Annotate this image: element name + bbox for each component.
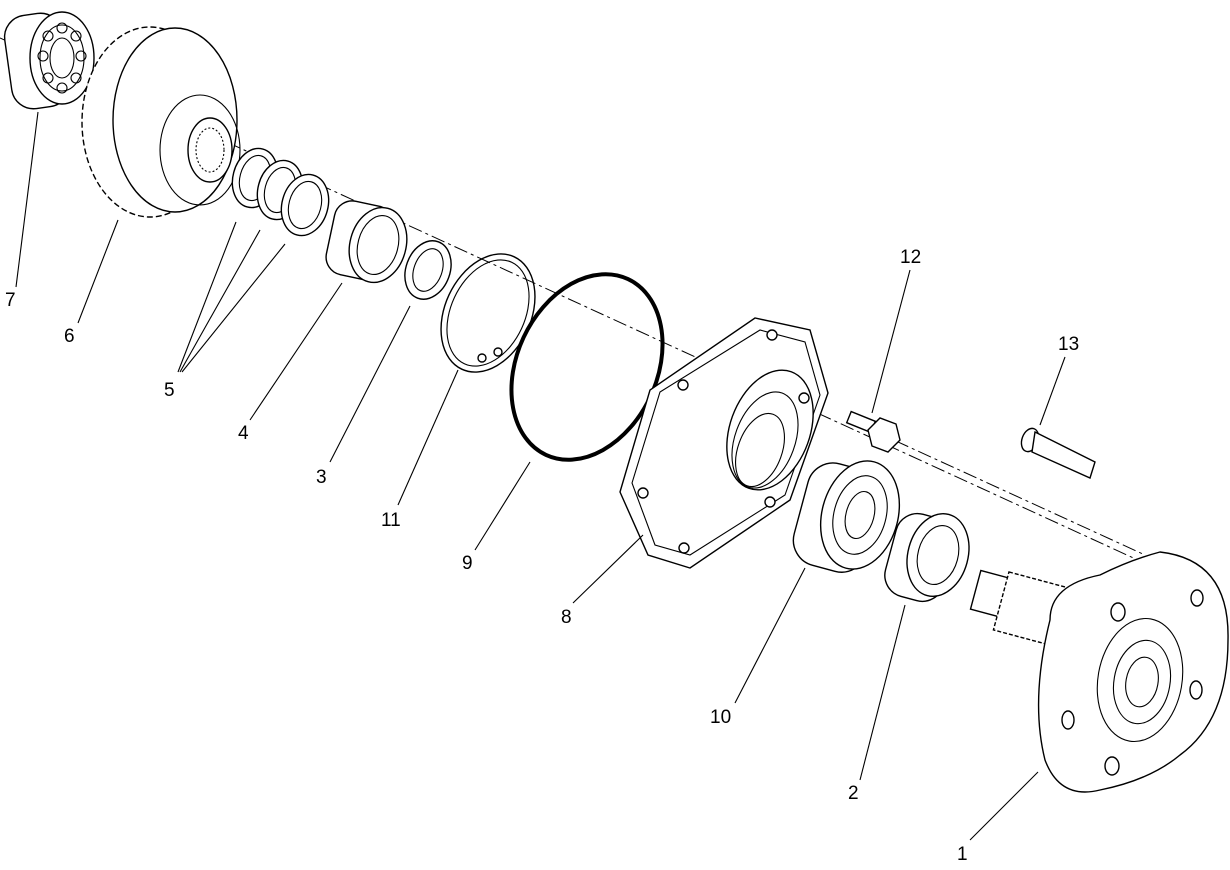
callout-4: 4 [238, 423, 249, 444]
callout-10: 10 [710, 707, 732, 728]
leader-5b [179, 229, 261, 373]
bolt-axis [849, 419, 1146, 556]
leader-10 [734, 567, 806, 704]
callout-13: 13 [1058, 334, 1080, 355]
flange-shaft-part-1 [969, 551, 1229, 793]
leader-6 [77, 219, 119, 324]
leader-4 [249, 282, 343, 421]
leader-lines [15, 111, 1066, 841]
callout-9: 9 [462, 553, 473, 574]
leader-5c [181, 243, 286, 373]
leader-2 [859, 604, 906, 781]
bearing-part-7 [3, 11, 95, 110]
split-ring-part-3 [404, 240, 452, 300]
callout-11: 11 [381, 510, 401, 531]
leader-9 [474, 461, 531, 551]
leader-11 [397, 369, 459, 506]
bolt-part-12 [845, 410, 901, 453]
callout-2: 2 [848, 783, 859, 804]
leader-7 [15, 111, 39, 288]
leader-12 [871, 269, 911, 414]
stud-part-13 [1020, 427, 1096, 479]
bushing-part-4 [325, 200, 408, 284]
bevel-gear-part-6 [81, 26, 241, 218]
callout-5: 5 [164, 380, 175, 401]
callout-6: 6 [64, 326, 75, 347]
flange-housing-part-8 [619, 317, 829, 569]
callout-8: 8 [561, 607, 572, 628]
leader-5a [177, 221, 237, 373]
callout-1: 1 [957, 844, 968, 865]
bearing-part-10 [792, 460, 901, 573]
callout-12: 12 [900, 247, 922, 268]
callout-3: 3 [316, 467, 327, 488]
callout-7: 7 [5, 290, 16, 311]
leader-13 [1039, 356, 1066, 426]
leader-3 [329, 305, 411, 463]
leader-8 [572, 534, 644, 604]
shims-part-5 [231, 147, 330, 237]
leader-1 [969, 771, 1039, 841]
spacer-part-2 [884, 512, 970, 603]
